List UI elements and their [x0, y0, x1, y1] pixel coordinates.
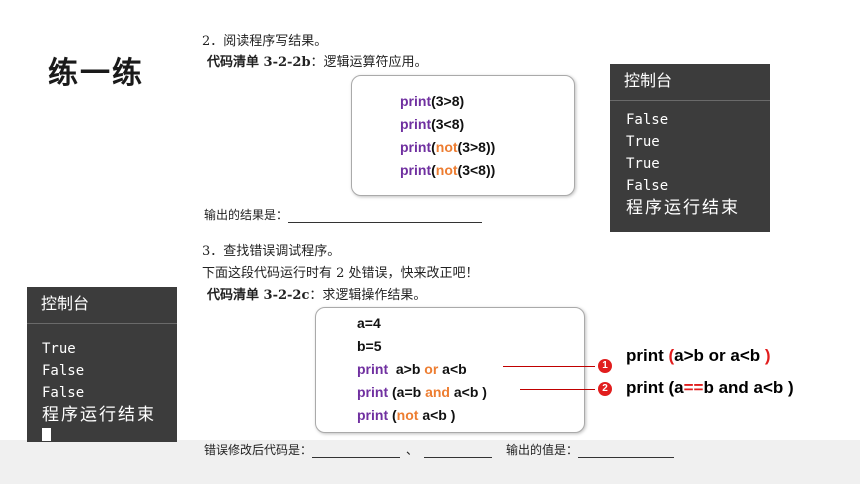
console-output: True False False 程序运行结束 [27, 324, 177, 441]
code-line: print a>b or a<b [357, 358, 487, 381]
separator: 、 [406, 443, 419, 457]
q2-code: print(3>8) print(3<8) print(not(3>8)) pr… [400, 90, 495, 182]
print-keyword: print [400, 93, 432, 109]
print-keyword: print [400, 116, 432, 132]
code-text: (a=b [388, 384, 426, 400]
q2-output-prompt: 输出的结果是： [204, 208, 289, 222]
code-line: print (a=b and a<b ) [357, 381, 487, 404]
q3-value-prompt: 输出的值是： [506, 443, 579, 457]
and-keyword: and [425, 384, 450, 400]
q2-code-box: print(3>8) print(3<8) print(not(3>8)) pr… [351, 75, 575, 196]
q2-output-line: 输出的结果是： [204, 206, 483, 223]
code-line: print(3>8) [400, 90, 495, 113]
print-keyword: print [400, 139, 432, 155]
code-text: a<b ) [449, 384, 487, 400]
q3-listing-label: 代码清单 3-2-2c [207, 288, 310, 303]
code-line: a=4 [357, 315, 381, 331]
fix-highlight: == [683, 378, 704, 397]
fix-text: b and a<b ) [703, 378, 794, 397]
code-text: a<b ) [418, 407, 456, 423]
console-line: False [626, 178, 669, 194]
print-keyword: print [357, 407, 389, 423]
fix-line-2: print (a==b and a<b ) [626, 378, 794, 398]
code-text: (3>8) [431, 93, 465, 109]
code-text: ( [431, 139, 436, 155]
bottom-band [0, 440, 860, 484]
q2-heading: 2．阅读程序写结果。 [202, 34, 328, 49]
answer-blank[interactable] [288, 210, 483, 223]
q3-listing-desc: ：求逻辑操作结果。 [309, 288, 427, 303]
code-line: print(not(3<8)) [400, 159, 495, 182]
or-keyword: or [424, 361, 439, 377]
console-output: False True True False 程序运行结束 [610, 101, 770, 219]
answer-blank[interactable] [578, 445, 675, 458]
q3-instruction: 下面这段代码运行时有 2 处错误，快来改正吧！ [202, 266, 479, 281]
q3-answer-line: 错误修改后代码是： 、 输出的值是： [204, 441, 675, 458]
console-header: 控制台 [610, 64, 770, 101]
not-keyword: not [435, 139, 458, 155]
q3-listing: 代码清单 3-2-2c：求逻辑操作结果。 [207, 284, 426, 303]
console-left: 控制台 True False False 程序运行结束 [27, 287, 177, 442]
console-end-message: 程序运行结束 [626, 198, 740, 218]
console-right: 控制台 False True True False 程序运行结束 [610, 64, 770, 232]
console-line: True [42, 341, 76, 357]
q3-fix-prompt: 错误修改后代码是： [204, 443, 313, 457]
code-text: a<b [438, 361, 467, 377]
console-header: 控制台 [27, 287, 177, 324]
code-text: a>b [388, 361, 425, 377]
q3-code-box: a=4 b=5 print a>b or a<b print (a=b and … [315, 307, 585, 433]
fix-highlight: ) [764, 346, 771, 365]
answer-blank[interactable] [424, 445, 493, 458]
fix-text: a>b or a<b [674, 346, 765, 365]
fix-highlight: ( [668, 346, 675, 365]
console-line: False [42, 363, 85, 379]
console-line: False [42, 385, 85, 401]
answer-blank[interactable] [312, 445, 401, 458]
code-text: (3<8)) [457, 162, 496, 178]
console-line: True [626, 134, 660, 150]
code-text: (3>8)) [457, 139, 496, 155]
fix-text: print (a [626, 378, 684, 397]
print-keyword: print [400, 162, 432, 178]
q2-listing-desc: ：逻辑运算符应用。 [310, 55, 428, 70]
code-line: b=5 [357, 338, 382, 354]
fix-text: print [626, 346, 669, 365]
code-line: print(not(3>8)) [400, 136, 495, 159]
print-keyword: print [357, 384, 389, 400]
print-keyword: print [357, 361, 389, 377]
console-line: False [626, 112, 669, 128]
page-title: 练一练 [48, 56, 144, 91]
code-text: ( [431, 162, 436, 178]
q3-code: a=4 b=5 print a>b or a<b print (a=b and … [357, 312, 487, 427]
code-line: print(3<8) [400, 113, 495, 136]
cursor [42, 428, 51, 441]
not-keyword: not [396, 407, 419, 423]
q2-listing-label: 代码清单 3-2-2b [207, 55, 311, 70]
connector-line-2 [520, 389, 595, 390]
code-line: print (not a<b ) [357, 404, 487, 427]
q2-listing: 代码清单 3-2-2b：逻辑运算符应用。 [207, 51, 428, 70]
code-text: ( [388, 407, 397, 423]
console-line: True [626, 156, 660, 172]
q3-heading: 3．查找错误调试程序。 [202, 244, 341, 259]
fix-number-badge: 1 [598, 359, 612, 373]
not-keyword: not [435, 162, 458, 178]
fix-line-1: print (a>b or a<b ) [626, 346, 771, 366]
console-end-message: 程序运行结束 [42, 405, 156, 425]
code-text: (3<8) [431, 116, 465, 132]
connector-line-1 [503, 366, 595, 367]
fix-number-badge: 2 [598, 382, 612, 396]
